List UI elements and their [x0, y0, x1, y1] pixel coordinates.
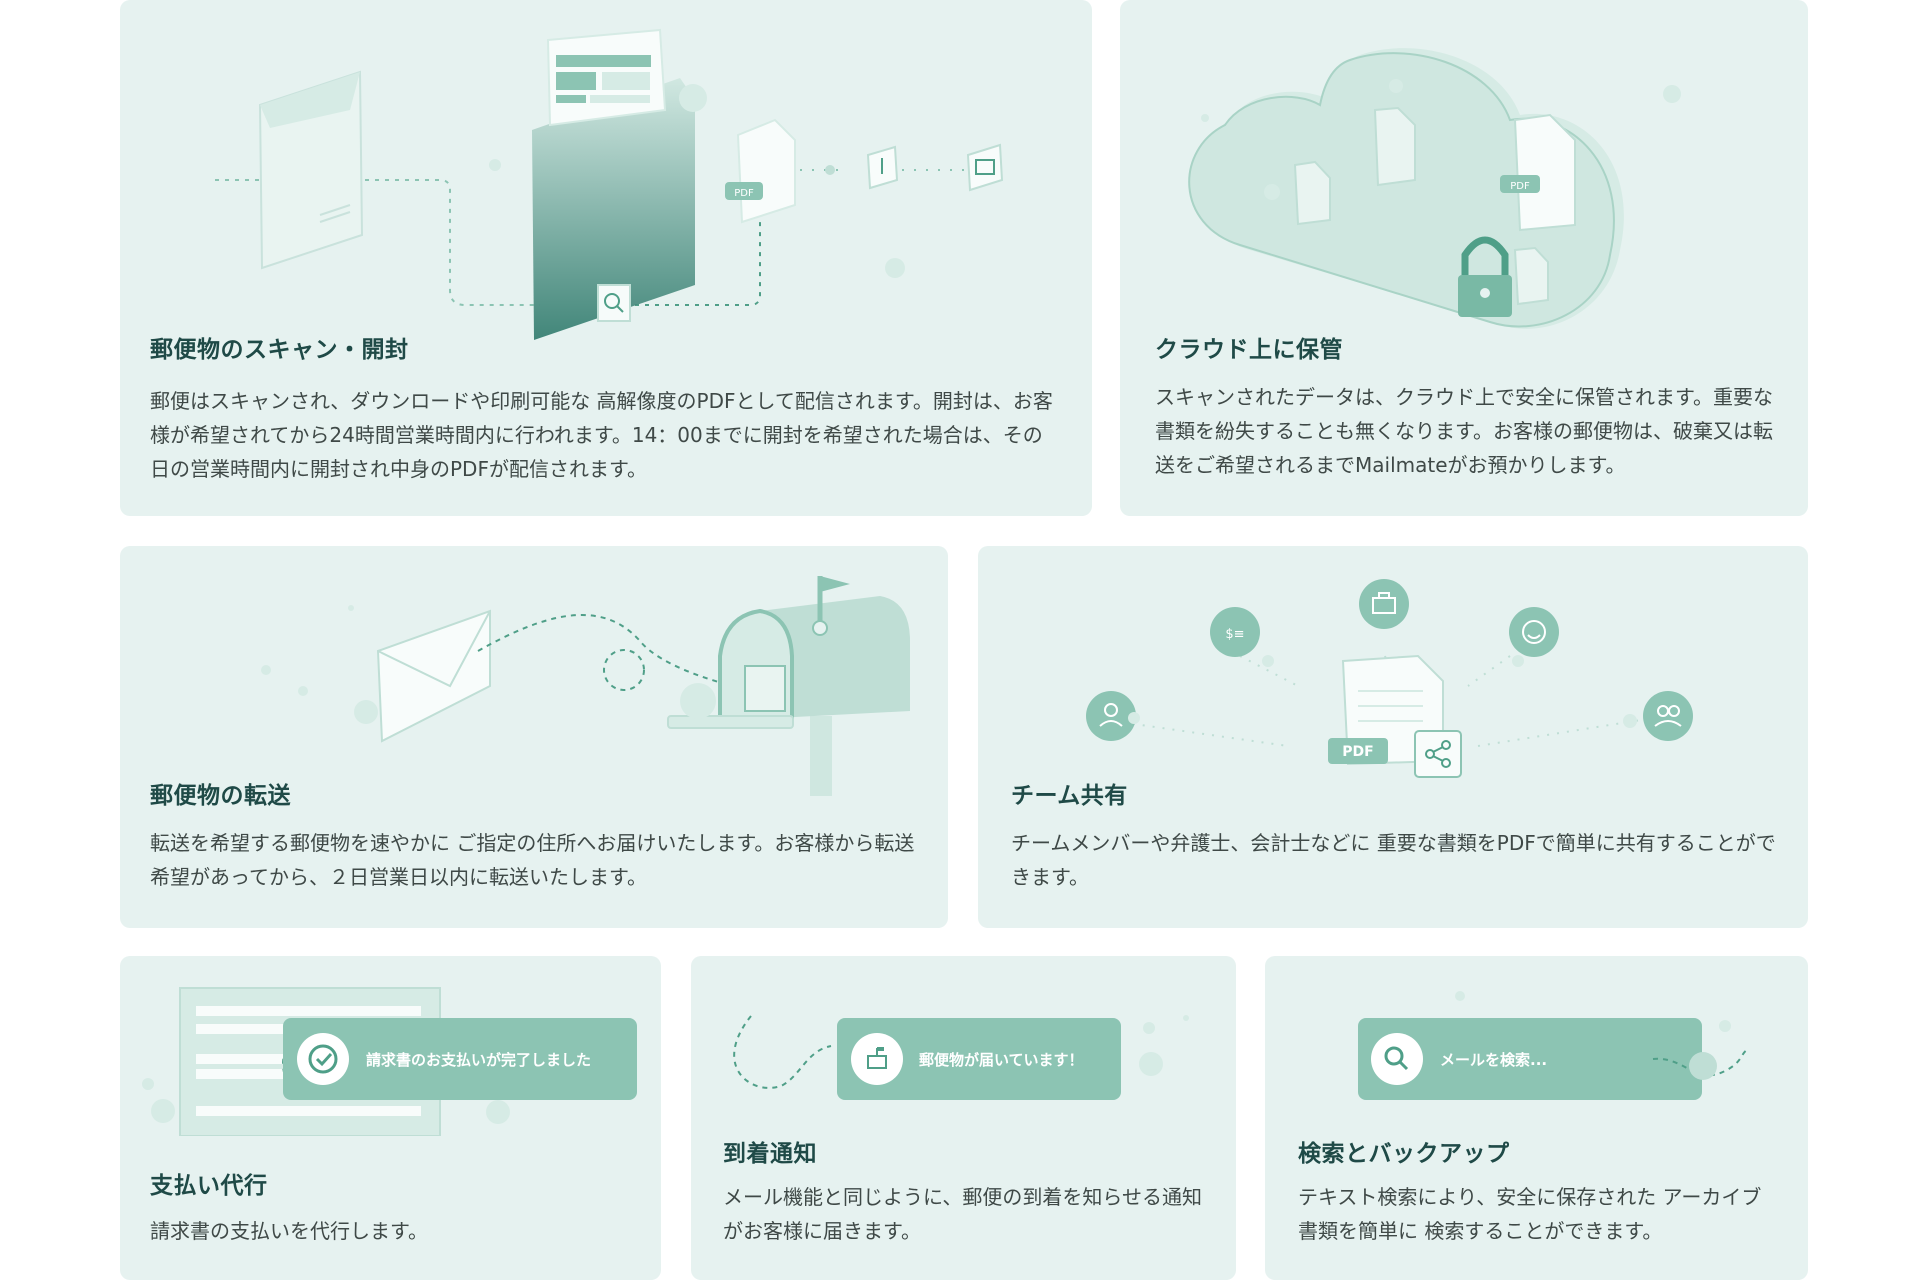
card-description: 郵便はスキャンされ、ダウンロードや印刷可能な 高解像度のPDFとして配信されます… [150, 389, 1053, 481]
pdf-document-icon: PDF [725, 118, 796, 224]
card-forward: 郵便物の転送 転送を希望する郵便物を速やかに ご指定の住所へお届けいたします。お… [120, 546, 948, 928]
money-icon: $≡ [1210, 607, 1260, 657]
card-title: 到着通知 [723, 1141, 817, 1167]
card-title: 郵便物のスキャン・開封 [150, 337, 409, 363]
mailbox-icon [667, 576, 910, 796]
lock-icon [1458, 236, 1512, 317]
share-icon [1414, 730, 1462, 778]
envelope-icon [376, 609, 491, 743]
card-title: 支払い代行 [150, 1173, 268, 1199]
payment-illustration: 請求書のお支払いが完了しました [142, 987, 637, 1136]
svg-text:PDF: PDF [1510, 181, 1530, 192]
mailbox-icon [867, 1047, 887, 1069]
scan-illustration: PDF [215, 28, 1004, 340]
card-scan: PDF 郵便物のスキャン・開封 郵便はスキャンされ、ダウンロードや印刷可能な 高… [120, 0, 1092, 516]
card-description: チームメンバーや弁護士、会計士などに 重要な書類をPDFで簡単に共有することがで… [1011, 831, 1776, 889]
card-description: 請求書の支払いを代行します。 [150, 1219, 428, 1243]
search-icon [597, 284, 631, 322]
arrival-illustration: 郵便物が届いています！ [733, 1015, 1189, 1100]
team-illustration: $≡ PDF [1086, 579, 1693, 778]
briefcase-icon [1359, 579, 1409, 629]
card-description: テキスト検索により、安全に保存された アーカイブ書類を簡単に 検索することができ… [1298, 1185, 1762, 1243]
svg-text:郵便物が届いています！: 郵便物が届いています！ [919, 1051, 1084, 1069]
svg-text:PDF: PDF [1342, 744, 1373, 760]
card-search: メールを検索... 検索とバックアップ テキスト検索により、安全に保存された ア… [1265, 956, 1808, 1280]
group-icon [1643, 691, 1693, 741]
card-team: $≡ PDF [978, 546, 1808, 928]
mail-arrived-notification: 郵便物が届いています！ [837, 1018, 1121, 1100]
forward-illustration [261, 576, 910, 796]
svg-text:メールを検索...: メールを検索... [1440, 1051, 1547, 1069]
payment-complete-notification: 請求書のお支払いが完了しました [283, 1018, 637, 1100]
card-description: メール機能と同じように、郵便の到着を知らせる通知がお客様に届きます。 [723, 1185, 1202, 1243]
smile-icon [1509, 607, 1559, 657]
card-description: スキャンされたデータは、クラウド上で安全に保管されます。重要な書類を紛失すること… [1155, 385, 1773, 477]
search-icon [1384, 1046, 1409, 1071]
cloud-illustration: PDF [1188, 48, 1681, 329]
printer-icon [966, 143, 1004, 192]
card-title: チーム共有 [1011, 783, 1128, 809]
card-payment: 請求書のお支払いが完了しました 支払い代行 請求書の支払いを代行します。 [120, 956, 661, 1280]
card-title: 検索とバックアップ [1298, 1141, 1510, 1167]
card-title: クラウド上に保管 [1155, 337, 1343, 363]
envelope-icon [258, 70, 364, 270]
pdf-document-icon: PDF [1500, 113, 1576, 232]
card-description: 転送を希望する郵便物を速やかに ご指定の住所へお届けいたします。お客様から転送希… [150, 831, 915, 889]
card-title: 郵便物の転送 [150, 783, 291, 809]
search-bar: メールを検索... [1358, 1018, 1702, 1100]
card-cloud: PDF クラウド上に保管 スキャンされたデータは、クラウド上で安全に保管されます… [1120, 0, 1808, 516]
search-illustration: メールを検索... [1358, 991, 1751, 1100]
user-icon [1086, 691, 1136, 741]
svg-text:PDF: PDF [734, 188, 754, 199]
open-envelope-icon [532, 28, 695, 340]
svg-text:請求書のお支払いが完了しました: 請求書のお支払いが完了しました [366, 1051, 591, 1069]
card-arrival: 郵便物が届いています！ 到着通知 メール機能と同じように、郵便の到着を知らせる通… [691, 956, 1236, 1280]
download-icon [866, 145, 899, 190]
svg-text:$≡: $≡ [1225, 627, 1244, 642]
